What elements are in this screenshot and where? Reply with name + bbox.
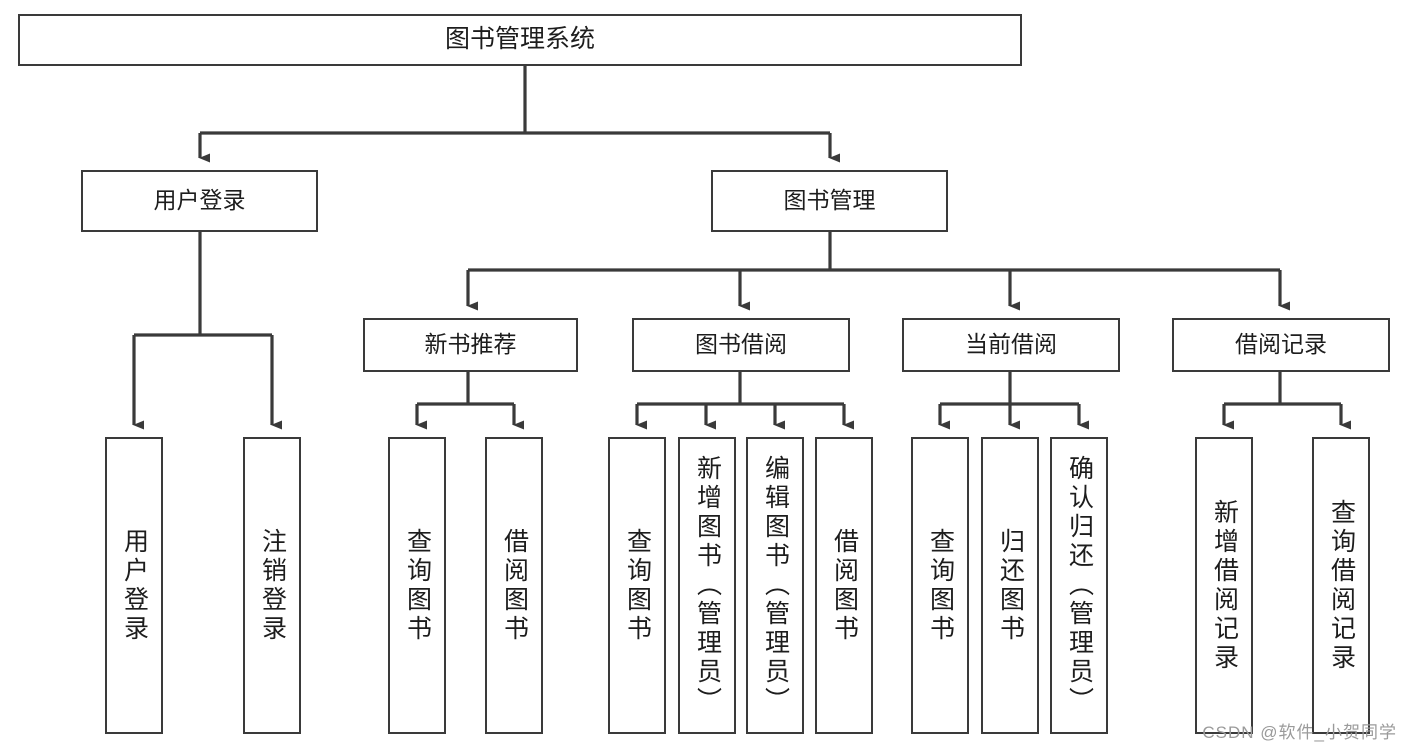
node-leaf-return-book[interactable]: 归还图书: [981, 437, 1039, 734]
node-leaf-query-book-2-label: 查询图书: [623, 527, 652, 644]
node-leaf-add-borrow-record-label: 新增借阅记录: [1210, 498, 1239, 673]
node-leaf-query-book-3[interactable]: 查询图书: [911, 437, 969, 734]
node-leaf-confirm-return-admin[interactable]: 确认归还（管理员）: [1050, 437, 1108, 734]
node-user-login[interactable]: 用户登录: [81, 170, 318, 232]
node-leaf-edit-book-admin-label: 编辑图书（管理员）: [761, 455, 790, 716]
node-book-borrow[interactable]: 图书借阅: [632, 318, 850, 372]
node-leaf-add-book-admin[interactable]: 新增图书（管理员）: [678, 437, 736, 734]
node-leaf-borrow-book-2[interactable]: 借阅图书: [815, 437, 873, 734]
node-user-login-label: 用户登录: [153, 187, 246, 214]
node-book-manage[interactable]: 图书管理: [711, 170, 948, 232]
node-leaf-user-login[interactable]: 用户登录: [105, 437, 163, 734]
node-leaf-borrow-book-2-label: 借阅图书: [830, 527, 859, 644]
node-leaf-confirm-return-admin-label: 确认归还（管理员）: [1065, 455, 1094, 716]
node-borrow-record[interactable]: 借阅记录: [1172, 318, 1390, 372]
node-book-borrow-label: 图书借阅: [695, 331, 787, 358]
node-root-system-label: 图书管理系统: [444, 25, 595, 54]
node-leaf-query-book-2[interactable]: 查询图书: [608, 437, 666, 734]
csdn-watermark: CSDN @软件_小贺同学: [1202, 723, 1397, 742]
node-leaf-query-book-1-label: 查询图书: [403, 527, 432, 644]
node-leaf-borrow-book-1-label: 借阅图书: [500, 527, 529, 644]
node-current-borrow[interactable]: 当前借阅: [902, 318, 1120, 372]
node-leaf-query-borrow-record[interactable]: 查询借阅记录: [1312, 437, 1370, 734]
node-leaf-logout-login-label: 注销登录: [258, 527, 287, 644]
node-borrow-record-label: 借阅记录: [1235, 331, 1327, 358]
node-new-book-recommend[interactable]: 新书推荐: [363, 318, 578, 372]
node-leaf-return-book-label: 归还图书: [996, 527, 1025, 644]
node-book-manage-label: 图书管理: [783, 187, 876, 214]
node-new-book-recommend-label: 新书推荐: [424, 331, 517, 358]
node-leaf-query-borrow-record-label: 查询借阅记录: [1327, 498, 1356, 673]
node-leaf-query-book-3-label: 查询图书: [926, 527, 955, 644]
node-root-system[interactable]: 图书管理系统: [18, 14, 1022, 66]
node-leaf-user-login-label: 用户登录: [120, 527, 149, 644]
node-leaf-borrow-book-1[interactable]: 借阅图书: [485, 437, 543, 734]
node-leaf-logout-login[interactable]: 注销登录: [243, 437, 301, 734]
node-leaf-add-borrow-record[interactable]: 新增借阅记录: [1195, 437, 1253, 734]
node-current-borrow-label: 当前借阅: [965, 331, 1057, 358]
node-leaf-query-book-1[interactable]: 查询图书: [388, 437, 446, 734]
node-leaf-add-book-admin-label: 新增图书（管理员）: [693, 455, 722, 716]
node-leaf-edit-book-admin[interactable]: 编辑图书（管理员）: [746, 437, 804, 734]
